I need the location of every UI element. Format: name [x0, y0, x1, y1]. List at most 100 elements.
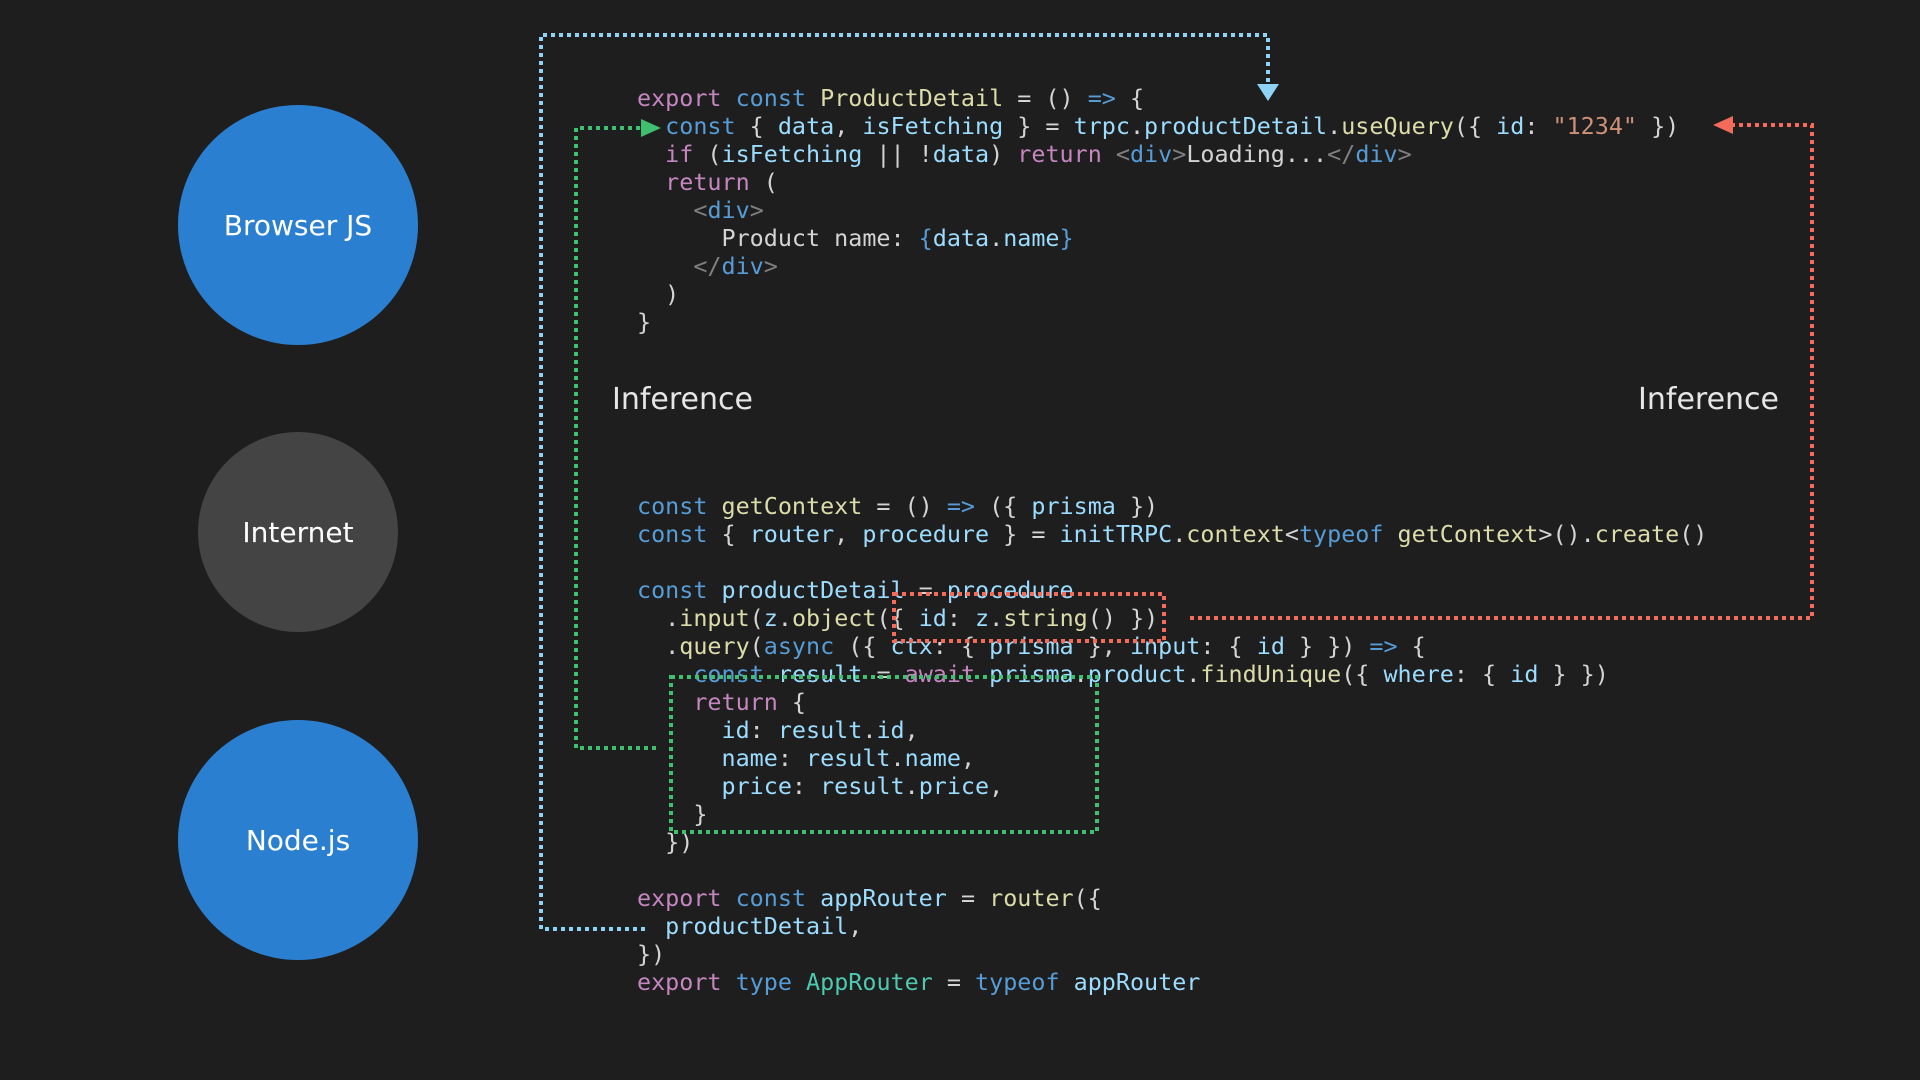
server-code-line: return { — [637, 688, 1707, 716]
client-code-line: </div> — [637, 252, 1679, 280]
code-token: > — [1397, 140, 1412, 168]
code-token: data — [932, 140, 990, 168]
output-highlight-box — [669, 675, 1099, 834]
code-token: const — [735, 884, 807, 912]
code-token: product — [1087, 660, 1187, 688]
code-token: } = — [1003, 112, 1074, 140]
code-token: "1234" — [1552, 112, 1637, 140]
code-token: await — [904, 660, 976, 688]
client-code-line: } — [637, 308, 1679, 336]
code-token: }) — [637, 940, 666, 968]
code-token: . — [637, 604, 680, 632]
client-code-line: return ( — [637, 168, 1679, 196]
server-code-line: price: result.price, — [637, 772, 1707, 800]
code-token: ({ — [834, 632, 891, 660]
code-token: > — [1172, 140, 1187, 168]
code-token: . — [904, 772, 919, 800]
code-token: = — [862, 660, 905, 688]
code-token: . — [637, 632, 680, 660]
code-token: ( — [693, 140, 722, 168]
code-token: , — [834, 112, 863, 140]
code-token: = — [932, 968, 976, 996]
code-token: appRouter — [820, 884, 947, 912]
code-token: . — [1172, 520, 1187, 548]
code-token: Product name: — [637, 224, 919, 252]
code-token: isFetching — [862, 112, 1004, 140]
code-token: </ — [693, 252, 722, 280]
server-code-line: export const appRouter = router({ — [637, 884, 1707, 912]
code-token: : — [749, 716, 778, 744]
code-token: () — [1679, 520, 1708, 548]
code-token: , — [904, 716, 919, 744]
code-token: Loading... — [1186, 140, 1328, 168]
output-inference-arrowhead — [641, 119, 661, 137]
code-token: ({ — [876, 604, 919, 632]
code-token: ({ — [1073, 884, 1102, 912]
code-token: } }) — [1284, 632, 1370, 660]
code-token: { — [735, 112, 778, 140]
server-code-line: const getContext = () => ({ prisma }) — [637, 492, 1707, 520]
input-inference-arrow — [1190, 123, 1814, 620]
client-code-line: ) — [637, 280, 1679, 308]
server-code-line: const result = await prisma.product.find… — [637, 660, 1707, 688]
code-token: , — [989, 772, 1004, 800]
code-token: </ — [1327, 140, 1356, 168]
inference-label-left: Inference — [612, 382, 753, 417]
server-code-line: const productDetail = procedure — [637, 576, 1707, 604]
code-token: prisma — [989, 660, 1074, 688]
router-type-arrowhead — [1257, 84, 1279, 101]
code-token: < — [1284, 520, 1299, 548]
code-token: const — [637, 576, 708, 604]
code-token: productDetail — [721, 576, 905, 604]
code-token: < — [1115, 140, 1130, 168]
code-token: , — [960, 744, 976, 772]
code-token: const — [735, 84, 807, 112]
code-token: context — [1186, 520, 1285, 548]
code-token: > — [763, 252, 778, 280]
code-token: div — [721, 252, 764, 280]
code-token: return — [665, 168, 750, 196]
code-token: ({ — [1341, 660, 1384, 688]
code-token: data — [932, 224, 990, 252]
browser-js-node: Browser JS — [178, 105, 418, 345]
code-token: ctx — [890, 632, 933, 660]
code-token: . — [862, 716, 877, 744]
code-token: id — [1496, 112, 1525, 140]
code-token: object — [791, 604, 877, 632]
code-token: div — [707, 196, 750, 224]
code-token: . — [1327, 112, 1342, 140]
code-token: } — [637, 308, 652, 336]
code-token: div — [1129, 140, 1173, 168]
code-token: : — [791, 772, 821, 800]
code-token: { — [1397, 632, 1426, 660]
code-token: export — [637, 84, 722, 112]
server-code-line: }) — [637, 940, 1707, 968]
code-token: result — [777, 716, 863, 744]
code-token: result — [806, 744, 891, 772]
code-token: }) — [1636, 112, 1680, 140]
code-token: ( — [749, 604, 764, 632]
code-token: id — [918, 604, 947, 632]
code-token: . — [1073, 660, 1088, 688]
code-token: result — [820, 772, 905, 800]
code-token: query — [679, 632, 750, 660]
server-code-line: productDetail, — [637, 912, 1707, 940]
code-token: . — [777, 604, 792, 632]
code-token: } — [637, 800, 708, 828]
code-token: : — [1524, 112, 1553, 140]
code-token: const — [665, 112, 736, 140]
code-token: getContext — [1397, 520, 1539, 548]
code-token: name — [1003, 224, 1060, 252]
code-token: router — [989, 884, 1074, 912]
code-token: z — [975, 604, 990, 632]
code-token: ( — [749, 632, 764, 660]
code-token: router — [749, 520, 835, 548]
code-token: name — [721, 744, 778, 772]
code-token: getContext — [721, 492, 863, 520]
code-token: . — [1129, 112, 1145, 140]
code-token: , — [848, 912, 863, 940]
code-token: name — [904, 744, 961, 772]
code-token: = — [946, 884, 990, 912]
code-token: create — [1594, 520, 1680, 548]
code-token: ({ — [975, 492, 1032, 520]
